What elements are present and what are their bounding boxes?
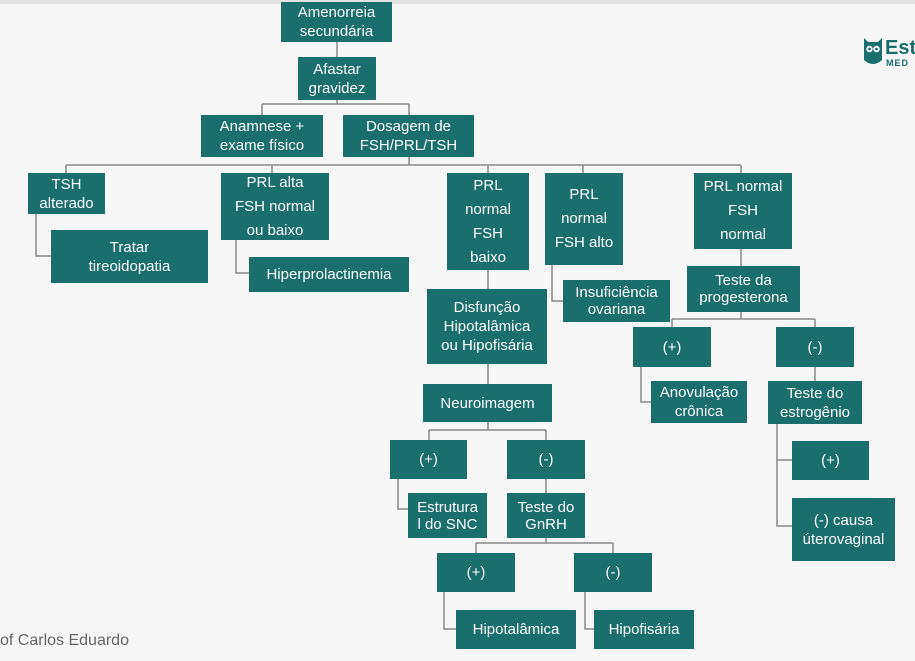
node-insuficiencia-ovariana: Insuficiência ovariana [563,280,670,322]
connector-gnrhpos-hipotal [443,592,456,630]
node-estrogenio-positivo: (+) [792,441,869,480]
connector-tsh-tratar [35,214,51,257]
brand-logo: Est MED [862,34,915,70]
node-prl-normal-fsh-alto: PRL normal FSH alto [545,173,623,265]
node-teste-progesterona: Teste da progesterona [687,266,800,312]
connector-neuropos-estrutural [397,479,408,510]
node-neuroimagem-negativo: (-) [507,440,585,479]
node-tsh-alterado: TSH alterado [28,173,105,214]
node-prl-normal-fsh-baixo: PRL normal FSH baixo [447,173,529,270]
connector-estro-children [776,424,792,527]
node-gnrh-negativo: (-) [574,553,652,592]
node-prl-normal-fsh-normal: PRL normal FSH normal [694,173,792,249]
node-gnrh-positivo: (+) [437,553,515,592]
node-progesterona-negativo: (-) [776,327,854,367]
node-afastar-gravidez: Afastar gravidez [298,57,376,100]
brand-name: Est [885,37,915,59]
node-hiperprolactinemia: Hiperprolactinemia [249,257,409,292]
node-prl-alta: PRL alta FSH normal ou baixo [221,173,329,240]
node-amenorreia-secundaria: Amenorreia secundária [281,2,392,42]
connector-prl-hiper [235,240,249,274]
brand-subtitle: MED [886,58,909,68]
node-estrutural-snc: Estrutura l do SNC [408,493,487,538]
node-neuroimagem: Neuroimagem [423,384,552,422]
node-estrogenio-negativo-causa-uterovaginal: (-) causa úterovaginal [792,498,895,561]
node-anovulacao-cronica: Anovulação crônica [651,381,747,423]
connector-progpos-anov [640,367,651,403]
connector-afastar-level2 [261,100,410,115]
author-credit: of Carlos Eduardo [0,632,129,649]
connector-neuro-split [428,422,547,440]
connector-progest-split [671,312,816,327]
top-rule [0,0,915,4]
node-teste-estrogenio: Teste do estrogênio [768,381,862,424]
connector-gnrh-split [475,538,614,553]
node-progesterona-positivo: (+) [633,327,711,367]
node-anamnese-exame-fisico: Anamnese + exame físico [201,115,323,157]
node-hipofisaria: Hipofisária [594,610,694,649]
connector-dosagem-level3 [65,157,742,173]
connector-fshalto-insuf [551,265,563,302]
node-teste-gnrh: Teste do GnRH [507,493,585,538]
connector-gnrhneg-hipofis [584,592,594,630]
owl-logo-icon [864,38,882,64]
node-disfuncao-hipotalamica-hipofisaria: Disfunção Hipotalâmica ou Hipofisária [427,289,547,364]
node-tratar-tireoidopatia: Tratar tireoidopatia [51,230,208,283]
node-hipotalamica: Hipotalâmica [456,610,576,649]
node-neuroimagem-positivo: (+) [390,440,467,479]
node-dosagem-fsh-prl-tsh: Dosagem de FSH/PRL/TSH [343,115,474,157]
